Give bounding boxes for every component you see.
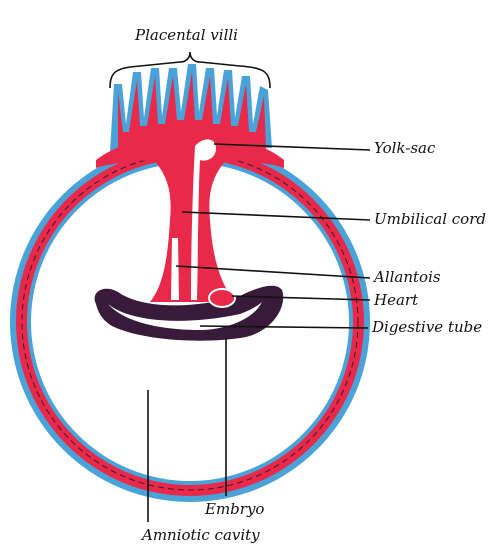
heart: [208, 288, 236, 308]
digestive-tube: [108, 302, 262, 330]
label-heart: Heart: [373, 291, 419, 309]
label-yolk-sac: Yolk-sac: [374, 139, 436, 157]
label-embryo: Embryo: [204, 500, 264, 518]
leader-allantois: [175, 265, 371, 279]
placental-villi-red: [118, 72, 266, 150]
label-amniotic-cavity: Amniotic cavity: [140, 526, 260, 544]
allantois: [171, 238, 179, 300]
leader-heart: [231, 295, 371, 301]
placental-villi: [96, 64, 284, 168]
label-umbilical-cord: Umbilical cord: [374, 210, 486, 228]
label-placental-villi: Placental villi: [134, 26, 238, 44]
label-digestive-tube: Digestive tube: [371, 318, 482, 336]
leader-umbilical-cord: [181, 211, 371, 221]
leader-digestive-tube: [199, 325, 369, 329]
placental-villi-bracket: [109, 51, 271, 89]
placental-villi-base: [96, 136, 284, 168]
label-allantois: Allantois: [372, 268, 441, 286]
leader-yolk-sac: [213, 143, 371, 151]
yolk-sac-duct: [191, 139, 216, 300]
